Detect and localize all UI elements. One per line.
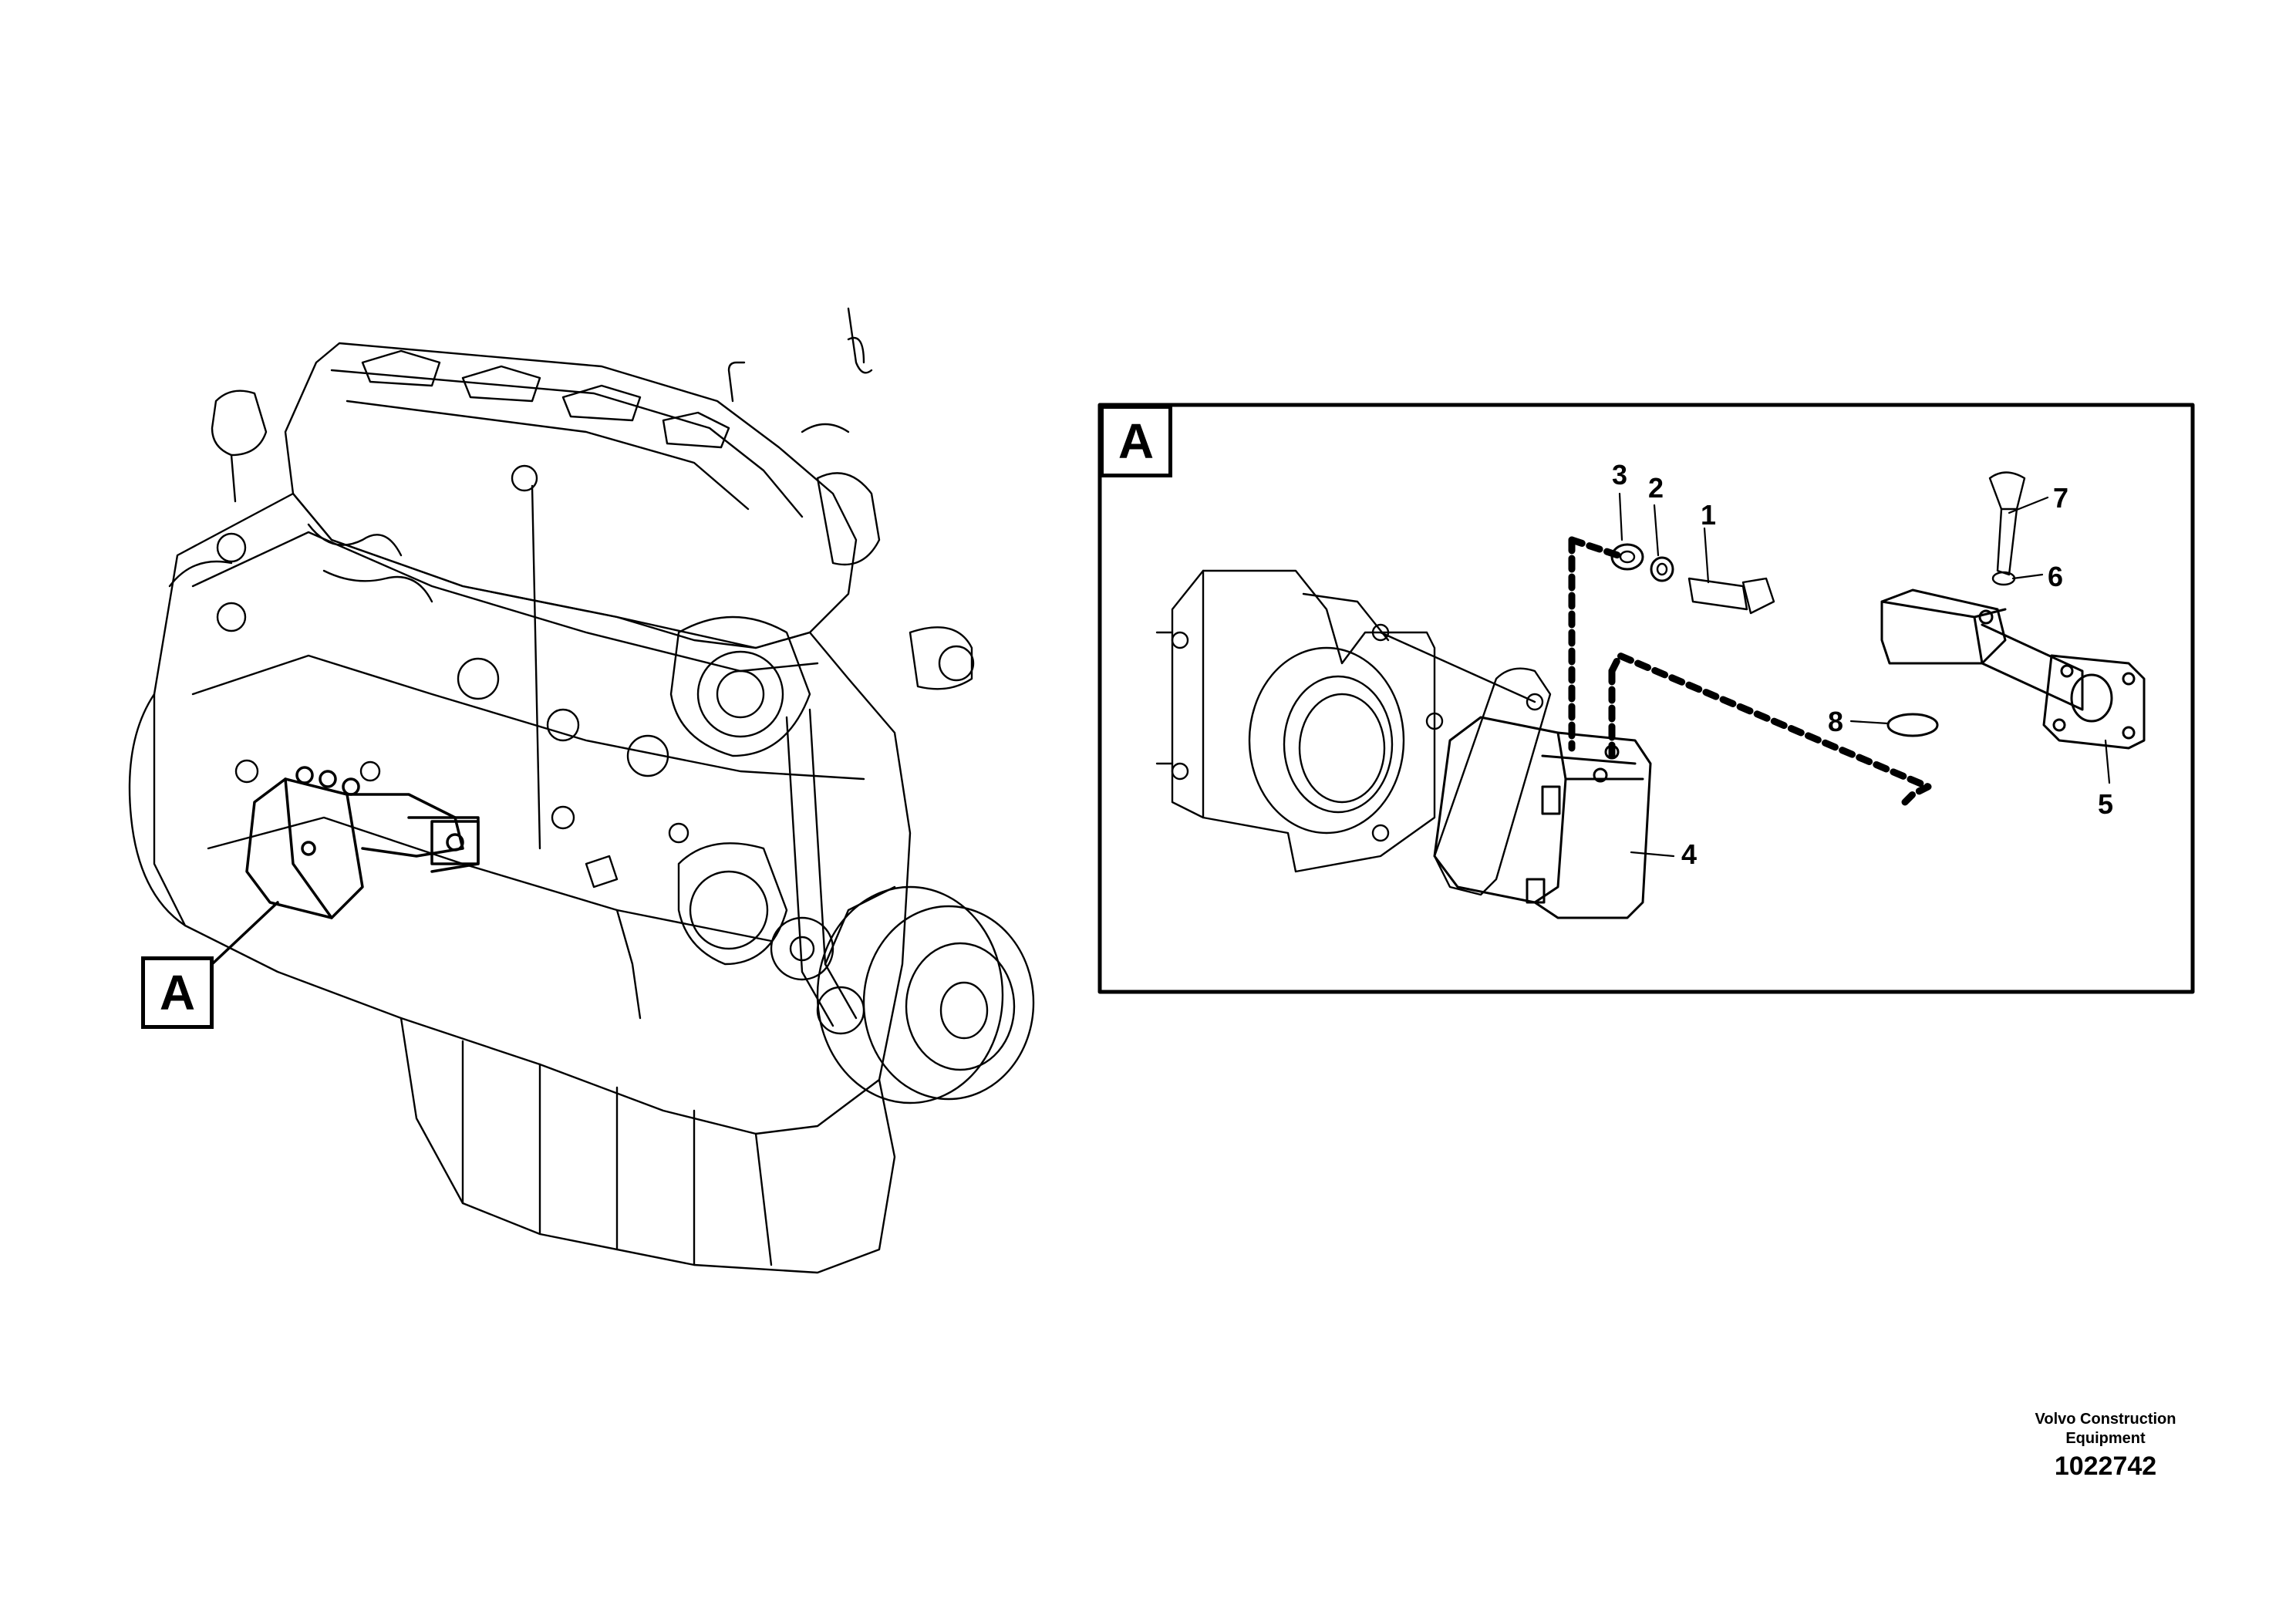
callout-2: 2 [1648,472,1664,504]
gasket [1433,667,1552,896]
hydraulic-pump [1433,716,1652,919]
drawing-number: 1022742 [2054,1452,2157,1481]
washer-2 [1650,556,1674,582]
callout-5: 5 [2098,788,2114,820]
callout-7: 7 [2053,482,2069,514]
view-marker-box-detail: A [1100,405,1172,477]
pressure-tube-5 [1880,588,2146,750]
callout-8: 8 [1828,706,1844,737]
o-ring-8 [1886,713,1939,737]
dashed-line-tube [1608,652,1932,806]
view-marker-box-overview: A [141,956,214,1029]
bolt-1 [1687,577,1775,615]
company-line-2: Equipment [2065,1430,2146,1447]
washer-6 [1991,571,2016,586]
callout-4: 4 [1681,838,1698,870]
washer-3 [1610,543,1644,571]
view-marker-label-overview: A [159,965,196,1020]
dashed-line-bolt-top [1568,536,1622,559]
callout-1: 1 [1701,499,1717,531]
housing-to-gasket-line [1379,631,1536,703]
company-line-1: Volvo Construction [2035,1411,2176,1428]
callout-3: 3 [1612,459,1628,491]
callout-6: 6 [2048,561,2064,592]
detail-frame [1097,403,2195,994]
overview-leader-line [211,901,279,966]
company-name: Volvo Construction Equipment [1982,1410,2229,1448]
callout-leaders [1618,492,2111,858]
view-marker-label-detail: A [1118,413,1155,469]
engine-overview [128,307,1035,1274]
pump-on-engine [245,766,480,919]
bolt-7 [1988,471,2026,576]
flywheel-housing [1155,569,1444,873]
